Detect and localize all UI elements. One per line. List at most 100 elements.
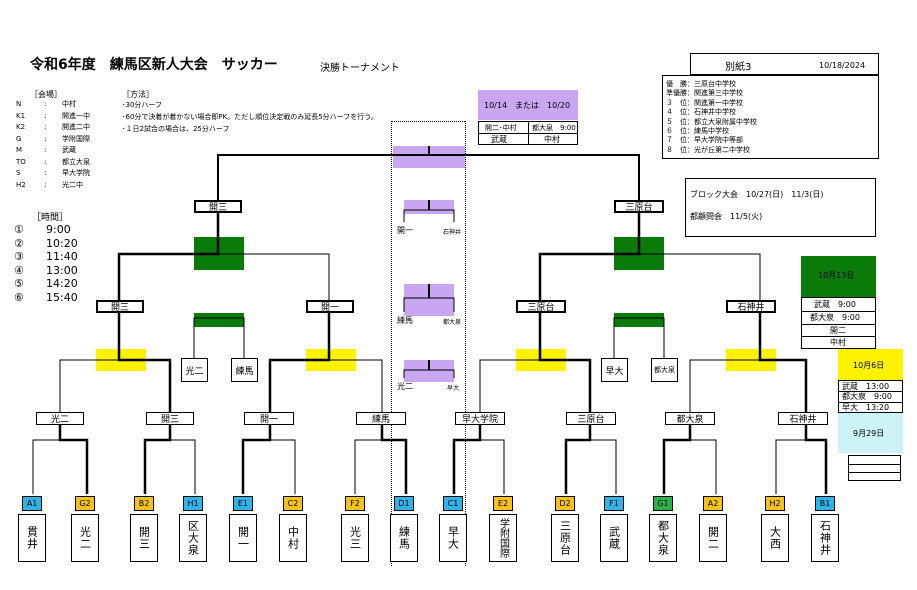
team-code: F2 — [345, 496, 365, 511]
consolation-marker — [194, 313, 244, 327]
team-name: 三原台 — [551, 514, 579, 562]
team-code: H1 — [183, 496, 203, 511]
team-code: B2 — [134, 496, 154, 511]
result-item: ８ 位：光が丘第二中学校 — [666, 145, 750, 154]
team-name: 中村 — [279, 514, 307, 562]
time-number: ⑥ — [14, 291, 24, 304]
block-info-line: ブロック大会 10/27(日) 11/3(日) — [690, 190, 824, 199]
venue-code: G — [16, 134, 22, 143]
venue-name: 開進一中 — [62, 111, 90, 120]
team-code: C1 — [443, 496, 463, 511]
result-item: 優 勝：三原台中学校 — [666, 80, 736, 88]
final-venue-cell: 武蔵 — [491, 135, 507, 144]
doc-number: 別紙3 — [725, 62, 752, 73]
time-value: 13:00 — [46, 263, 78, 277]
final-venue-cell: 中村 — [544, 135, 560, 144]
team-name: 武蔵 — [600, 514, 628, 562]
oct6-row: 早大 13:20 — [842, 403, 890, 412]
oct13-row: 武蔵 9:00 — [814, 300, 856, 309]
final-team-right: 三原台 — [614, 200, 664, 213]
qf-team: 都大泉 — [665, 412, 715, 425]
result-item: ６ 位：練馬中学校 — [666, 127, 729, 135]
semifinal-team: 開一 — [306, 300, 354, 313]
team-code: A2 — [703, 496, 723, 511]
final-venue-cell: 開二･中村 — [485, 124, 517, 132]
team-code: E1 — [233, 496, 253, 511]
consolation-team: 都大泉 — [651, 358, 678, 382]
result-item: ４ 位：石神井中学校 — [666, 108, 736, 117]
page-subtitle: 決勝トーナメント — [320, 63, 400, 74]
qf-team: 石神井 — [778, 412, 828, 425]
qf-team: 練馬 — [356, 412, 406, 425]
method-line: ･30分ハーフ — [122, 101, 162, 109]
oct6-row: 武蔵 13:00 — [842, 382, 890, 391]
team-code: C2 — [283, 496, 303, 511]
venue-code: K2 — [16, 123, 26, 131]
final-venue-cell: 都大泉 9:00 — [532, 124, 576, 132]
semifinal-team: 開三 — [96, 300, 144, 313]
team-code: G1 — [653, 496, 673, 511]
team-name: 開一 — [229, 514, 257, 562]
qf-team: 開三 — [146, 412, 194, 425]
venue-name: 武蔵 — [62, 146, 76, 154]
sep29-table — [848, 455, 901, 481]
oct13-row: 都大泉 9:00 — [810, 313, 860, 322]
venue-code: K1 — [16, 111, 26, 120]
venue-item: S:早大学院 — [16, 169, 90, 177]
time-number: ③ — [14, 250, 24, 264]
team-code: B1 — [815, 496, 835, 511]
venue-item: K2:開進二中 — [16, 123, 90, 131]
time-number: ① — [14, 223, 24, 236]
oct13-label: 10月13日 — [818, 271, 855, 280]
venue-name: 早大学院 — [62, 169, 90, 177]
team-name: 光二 — [71, 514, 99, 562]
team-name: 都大泉 — [649, 514, 677, 562]
time-number: ⑤ — [14, 277, 24, 291]
team-name: 大西 — [761, 514, 789, 562]
team-name: 早大 — [439, 514, 467, 562]
team-code: E2 — [493, 496, 513, 511]
venue-name: 光二中 — [62, 180, 83, 189]
team-name: 開三 — [130, 514, 158, 562]
times-heading: ［時間］ — [32, 213, 69, 223]
placement-team: 都大泉 — [443, 319, 462, 326]
oct6-header — [838, 349, 903, 380]
semifinal-team: 三原台 — [516, 300, 566, 313]
venue-name: 開進二中 — [62, 123, 90, 131]
oct6-table: 武蔵 13:00 都大泉 9:00 早大 13:20 — [838, 380, 903, 413]
venue-item: M:武蔵 — [16, 146, 76, 154]
team-name: 学附国際 — [489, 514, 517, 562]
team-code: G2 — [75, 496, 95, 511]
block-info-line: 都顧問会 11/5(火) — [690, 212, 763, 221]
venue-name: 都立大泉 — [62, 157, 90, 166]
result-item: 準優勝：関進第三中学校 — [666, 89, 743, 98]
team-name: 区大泉 — [179, 514, 207, 562]
center-divider — [391, 121, 465, 122]
oct13-row: 開二 — [830, 326, 846, 335]
result-item: ３ 位：関進第一中学校 — [666, 98, 743, 107]
venue-item: TO:都立大泉 — [16, 157, 90, 166]
oct13-table: 武蔵 9:00 都大泉 9:00 開二 中村 — [801, 297, 876, 349]
doc-number-box: 別紙3 10/18/2024 — [690, 53, 879, 75]
team-name: 練馬 — [390, 514, 418, 562]
team-code: D1 — [394, 496, 414, 511]
time-number: ④ — [14, 263, 24, 277]
oct6-row: 都大泉 9:00 — [842, 392, 892, 401]
method-line: ･60分で決着が着かない場合即PK。ただし順位決定戦のみ延長5分ハーフを行う。 — [122, 113, 378, 121]
doc-date: 10/18/2024 — [819, 61, 866, 70]
time-value: 9:00 — [46, 223, 71, 236]
consolation-team: 早大 — [601, 358, 628, 382]
team-name: 光三 — [341, 514, 369, 562]
consolation-team: 練馬 — [231, 358, 258, 382]
semifinal-team: 石神井 — [726, 300, 776, 313]
page-title: 令和6年度 練馬区新人大会 サッカー — [30, 57, 278, 73]
method-line: ･１日2試合の場合は、25分ハーフ — [122, 125, 230, 133]
team-code: D2 — [555, 496, 575, 511]
oct6-label: 10月6日 — [853, 361, 885, 370]
consolation-team: 光二 — [181, 358, 208, 382]
